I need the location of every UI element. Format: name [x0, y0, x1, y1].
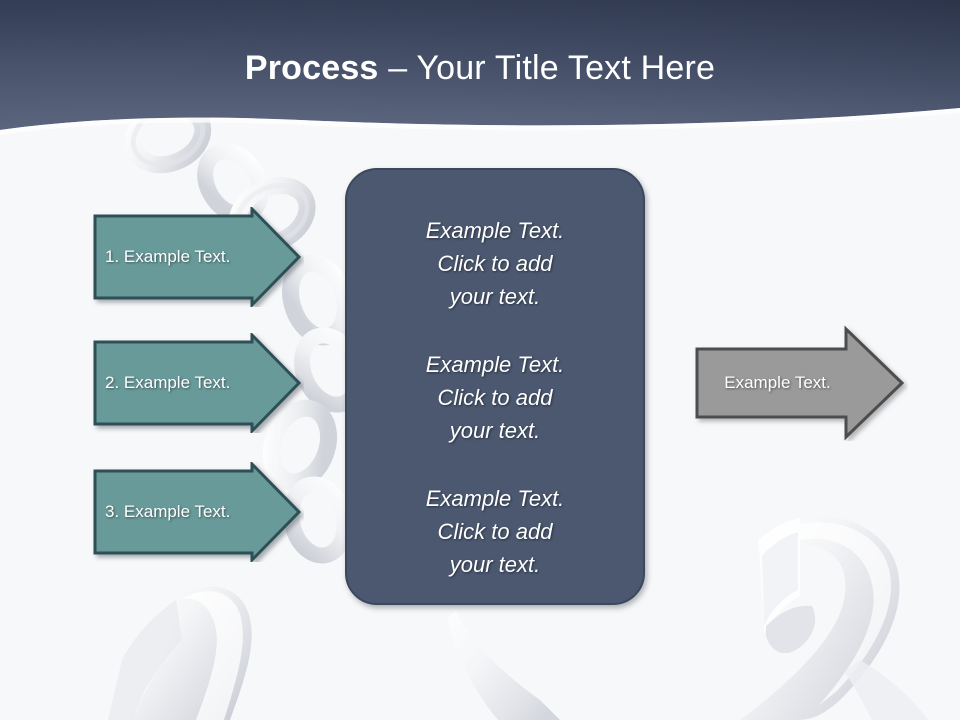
panel-block-1-line-1: Example Text. [425, 218, 565, 243]
panel-block-1-line-2: Click to add [437, 251, 553, 276]
chain-link-bottom-center [448, 610, 560, 720]
header-band [0, 0, 960, 135]
result-arrow[interactable] [692, 325, 908, 441]
center-content-panel[interactable]: Example Text. Click to add your text. Ex… [345, 168, 645, 605]
panel-block-2-line-3: your text. [449, 418, 541, 443]
panel-block-1-line-3: your text. [449, 284, 541, 309]
panel-block-3-line-2: Click to add [437, 519, 553, 544]
step-arrow-1[interactable] [90, 207, 304, 307]
panel-text-block-3: Example Text. Click to add your text. [375, 482, 615, 581]
panel-block-3-line-1: Example Text. [425, 486, 565, 511]
panel-text-block-2: Example Text. Click to add your text. [375, 348, 615, 447]
step-arrow-2[interactable] [90, 333, 304, 433]
panel-text-block-1: Example Text. Click to add your text. [375, 214, 615, 313]
page-title-rest: – Your Title Text Here [378, 49, 716, 87]
panel-block-3-line-3: your text. [449, 552, 541, 577]
panel-block-2-line-1: Example Text. [425, 352, 565, 377]
page-title: Process – Your Title Text Here [0, 48, 960, 88]
chain-hook-bottom-right [740, 515, 928, 720]
chain-hook-bottom-left [108, 586, 252, 720]
step-arrow-3[interactable] [90, 462, 304, 562]
page-title-bold: Process [244, 49, 379, 87]
panel-block-2-line-2: Click to add [437, 385, 553, 410]
